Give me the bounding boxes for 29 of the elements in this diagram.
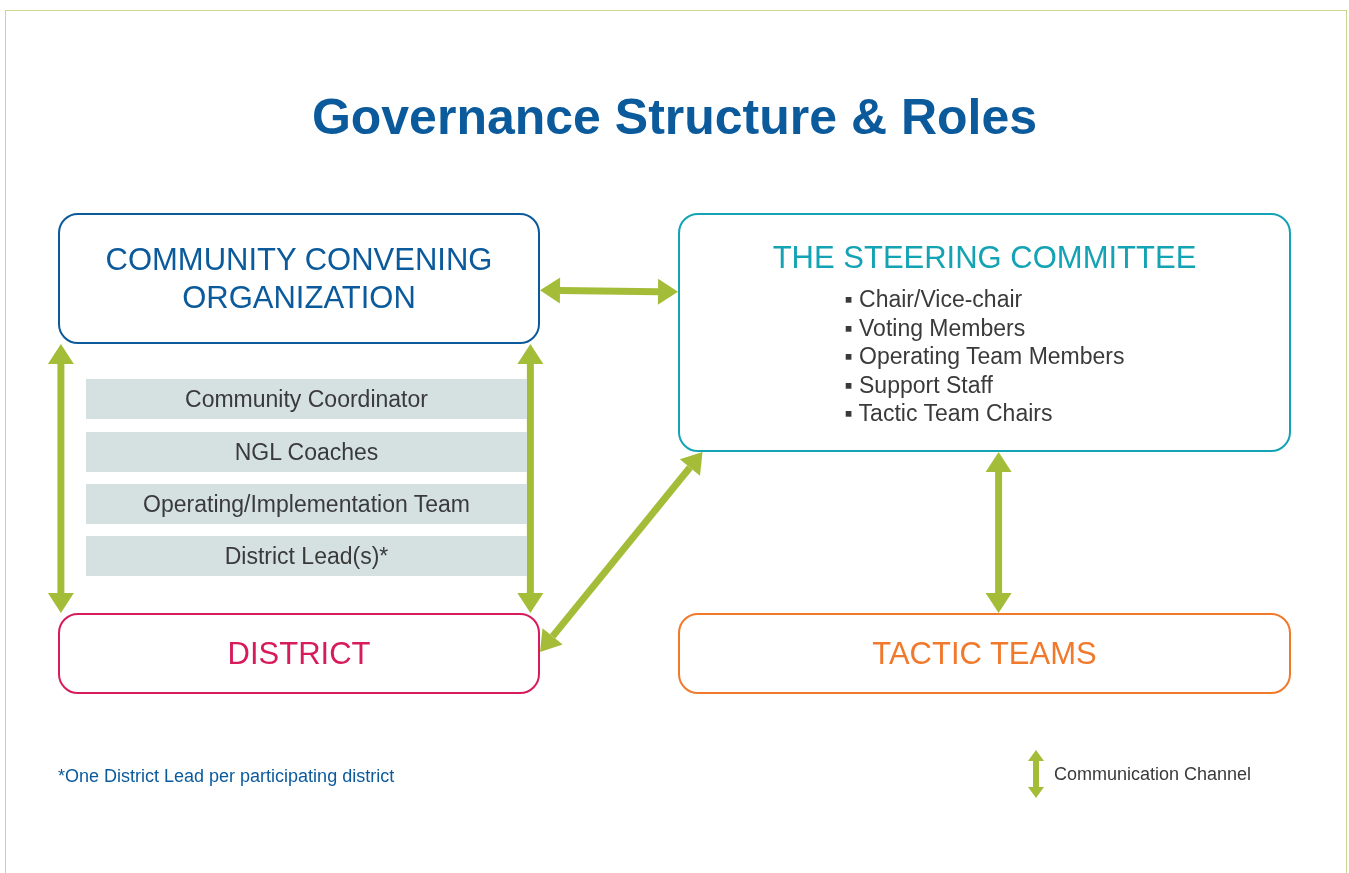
rounded-box — [58, 213, 540, 344]
role-bar — [86, 484, 527, 524]
footnote: *One District Lead per participating district — [58, 765, 395, 788]
role-bar — [86, 536, 527, 576]
role-bar — [86, 432, 527, 472]
rounded-box — [678, 613, 1291, 694]
box-title: COMMUNITY CONVENING ORGANIZATION — [104, 240, 494, 317]
bullet-item: ▪ Voting Members — [844, 313, 1027, 342]
bullet-item: ▪ Tactic Team Chairs — [844, 399, 1054, 428]
box-title: TACTIC TEAMS — [871, 634, 1098, 673]
rounded-box — [678, 213, 1291, 452]
double-arrow — [540, 277, 678, 305]
double-arrow — [517, 344, 544, 613]
box-title: THE STEERING COMMITTEE — [771, 239, 1198, 277]
legend-label: Communication Channel — [1054, 762, 1252, 786]
double-arrow — [47, 344, 74, 613]
bullet-item: ▪ Operating Team Members — [844, 342, 1125, 371]
diagram-title: Governance Structure & Roles — [310, 88, 1039, 147]
rounded-box — [58, 613, 540, 694]
role-label: District Lead(s)* — [224, 541, 389, 571]
role-label: Community Coordinator — [185, 384, 428, 414]
double-arrow — [540, 452, 703, 652]
role-label: NGL Coaches — [234, 437, 379, 467]
double-arrow — [985, 452, 1012, 613]
bullet-item: ▪ Chair/Vice-chair — [844, 285, 1024, 314]
bullet-item: ▪ Support Staff — [844, 370, 994, 399]
role-bar — [86, 379, 527, 419]
role-label: Operating/Implementation Team — [143, 489, 470, 519]
box-title: DISTRICT — [226, 634, 372, 673]
